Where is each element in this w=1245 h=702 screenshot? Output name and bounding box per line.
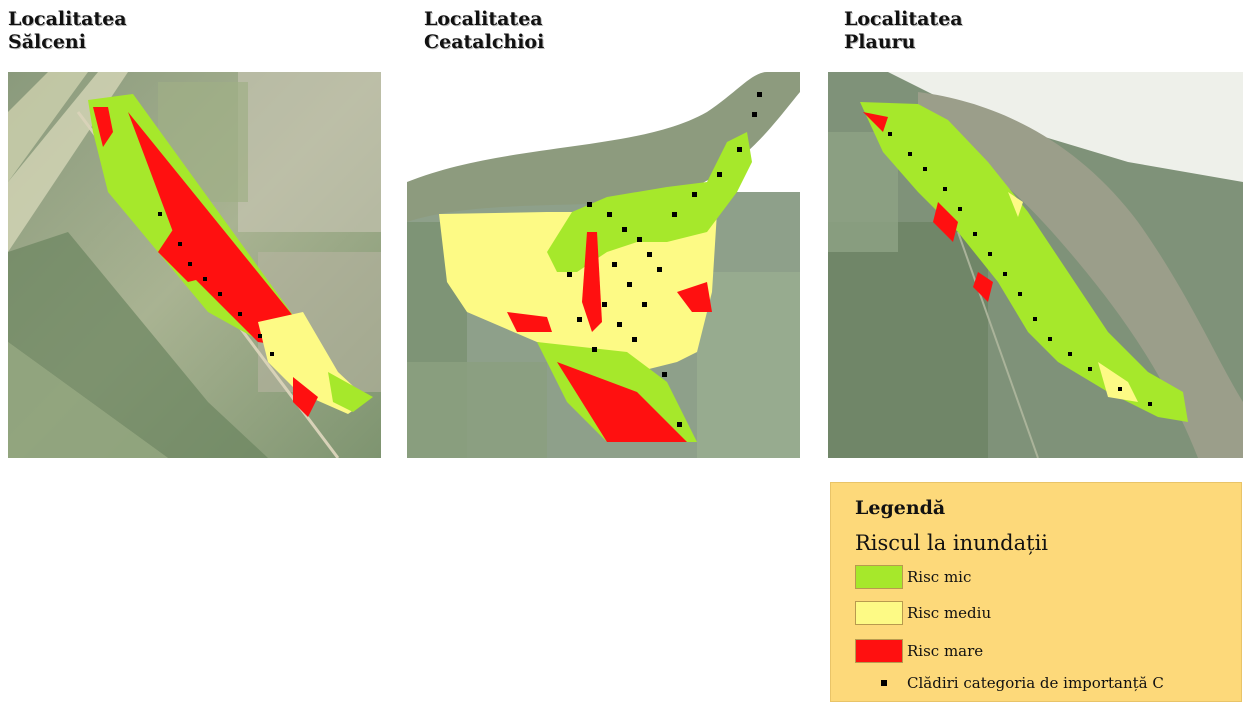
risk-zone-high xyxy=(158,222,228,282)
map-title-line2: Sălceni xyxy=(8,31,86,53)
risk-zone-medium xyxy=(1098,362,1138,402)
map-title-plauru: Localitatea Plauru xyxy=(844,8,963,54)
map-ceatalchioi[interactable] xyxy=(407,72,800,458)
forest-strip xyxy=(8,232,268,458)
risk-zone-high xyxy=(557,362,687,442)
field-patch xyxy=(697,272,800,458)
map-legend: Legendă Riscul la inundații Risc mic Ris… xyxy=(830,482,1242,702)
low-risk-swatch xyxy=(855,565,903,589)
building-markers xyxy=(158,212,274,356)
danube-river xyxy=(407,72,800,222)
blank-area xyxy=(888,72,1243,182)
risk-zone-low xyxy=(328,372,373,412)
risk-zone-high xyxy=(93,107,113,147)
high-risk-swatch xyxy=(855,639,903,663)
danube-river xyxy=(918,92,1243,458)
map-plauru[interactable] xyxy=(828,72,1243,458)
field-patch xyxy=(828,222,988,458)
field-patch xyxy=(238,72,381,232)
risk-zone-medium xyxy=(1008,192,1023,217)
legend-item-risc-mare: Risc mare xyxy=(855,637,983,665)
map-title-ceatalchioi: Localitatea Ceatalchioi xyxy=(424,8,544,54)
legend-item-label: Risc mare xyxy=(907,642,984,660)
map-title-salceni: Localitatea Sălceni xyxy=(8,8,127,54)
legend-item-risc-mic: Risc mic xyxy=(855,563,971,591)
risk-zone-high xyxy=(128,112,298,347)
legend-item-cladiri: Clădiri categoria de importanță C xyxy=(855,669,1164,697)
bank-area xyxy=(8,342,168,458)
map-title-line2: Ceatalchioi xyxy=(424,31,545,53)
map-title-line1: Localitatea xyxy=(424,8,543,30)
building-markers xyxy=(888,132,1152,406)
risk-zone-low xyxy=(547,132,752,272)
legend-item-label: Clădiri categoria de importanță C xyxy=(907,674,1164,692)
risk-zone-high xyxy=(863,112,888,132)
channel xyxy=(957,231,1039,458)
risk-zone-high xyxy=(582,232,602,332)
risk-zone-low xyxy=(860,102,1188,422)
map-title-line2: Plauru xyxy=(844,31,916,53)
risk-zone-high xyxy=(677,282,712,312)
risk-zone-high xyxy=(507,312,552,332)
legend-item-label: Risc mic xyxy=(907,568,972,586)
medium-risk-swatch xyxy=(855,601,903,625)
legend-subtitle: Riscul la inundații xyxy=(855,531,1049,555)
map-title-line1: Localitatea xyxy=(844,8,963,30)
legend-item-risc-mediu: Risc mediu xyxy=(855,599,991,627)
risk-zone-high xyxy=(933,202,958,242)
building-marker-icon xyxy=(881,680,887,686)
map-salceni[interactable] xyxy=(8,72,381,458)
risk-zone-high xyxy=(293,377,318,417)
legend-item-label: Risc mediu xyxy=(907,604,992,622)
legend-title: Legendă xyxy=(855,497,946,519)
risk-zone-high xyxy=(973,272,993,302)
building-markers xyxy=(567,92,762,427)
river-sandbank xyxy=(8,72,88,182)
field-patch xyxy=(407,362,547,458)
map-title-line1: Localitatea xyxy=(8,8,127,30)
